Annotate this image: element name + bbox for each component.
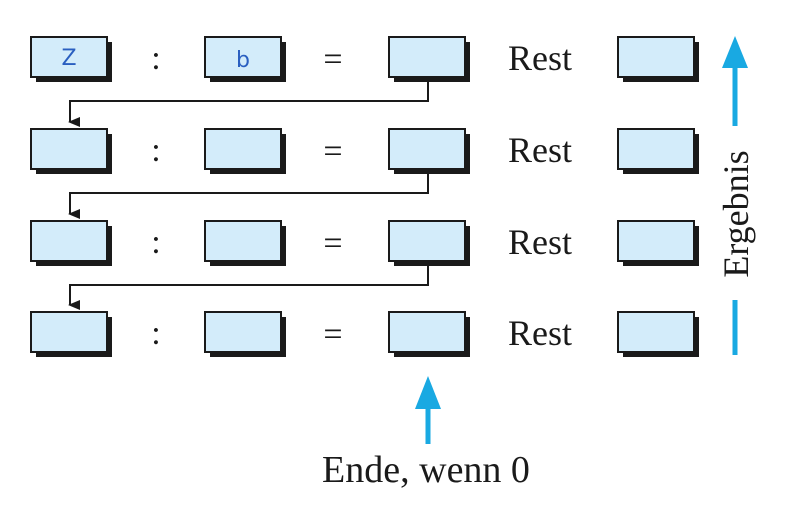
divisor-box-2 <box>204 128 286 174</box>
ergebnis-arrow-head <box>722 36 748 68</box>
box-face <box>30 311 108 353</box>
rest-label: Rest <box>508 313 572 353</box>
divisor-box-4 <box>204 311 286 357</box>
box-face <box>30 220 108 262</box>
ergebnis-arrow: Ergebnis <box>716 36 756 355</box>
box-face <box>204 36 282 78</box>
remainder-box-4 <box>617 311 699 357</box>
dividend-value: Z <box>61 46 76 71</box>
box-face <box>617 36 695 78</box>
box-face <box>204 220 282 262</box>
dividend-box-3 <box>30 220 112 266</box>
equals-sign: = <box>323 133 342 170</box>
box-face <box>30 128 108 170</box>
dividend-box-2 <box>30 128 112 174</box>
row-4: : = Rest <box>30 311 699 357</box>
equals-sign: = <box>323 225 342 262</box>
colon-sign: : <box>151 132 160 169</box>
box-face <box>204 128 282 170</box>
row-1: Z : b = Rest <box>30 36 699 82</box>
carry-arrow-3 <box>68 266 429 310</box>
rest-label: Rest <box>508 222 572 262</box>
divisor-box-1: b <box>204 36 286 82</box>
end-label: Ende, wenn 0 <box>322 449 530 491</box>
box-face <box>617 311 695 353</box>
box-face <box>617 128 695 170</box>
box-face <box>30 36 108 78</box>
box-face <box>204 311 282 353</box>
dividend-box-1: Z <box>30 36 112 82</box>
remainder-box-1 <box>617 36 699 82</box>
colon-sign: : <box>151 224 160 261</box>
box-face <box>388 220 466 262</box>
ergebnis-label: Ergebnis <box>716 150 756 277</box>
end-arrow <box>415 376 441 444</box>
rest-label: Rest <box>508 38 572 78</box>
carry-arrow-1 <box>68 82 429 127</box>
colon-sign: : <box>151 315 160 352</box>
quotient-box-2 <box>388 128 470 174</box>
equals-sign: = <box>323 316 342 353</box>
equals-sign: = <box>323 41 342 78</box>
box-face <box>388 128 466 170</box>
row-2: : = Rest <box>30 128 699 174</box>
carry-arrow-2 <box>68 174 429 219</box>
remainder-box-2 <box>617 128 699 174</box>
box-face <box>617 220 695 262</box>
box-face <box>388 311 466 353</box>
quotient-box-4 <box>388 311 470 357</box>
remainder-box-3 <box>617 220 699 266</box>
colon-sign: : <box>151 40 160 77</box>
dividend-box-4 <box>30 311 112 357</box>
divisor-box-3 <box>204 220 286 266</box>
quotient-box-3 <box>388 220 470 266</box>
rest-label: Rest <box>508 130 572 170</box>
end-arrow-head <box>415 376 441 409</box>
divisor-value: b <box>236 48 250 73</box>
quotient-box-1 <box>388 36 470 82</box>
box-face <box>388 36 466 78</box>
row-3: : = Rest <box>30 220 699 266</box>
